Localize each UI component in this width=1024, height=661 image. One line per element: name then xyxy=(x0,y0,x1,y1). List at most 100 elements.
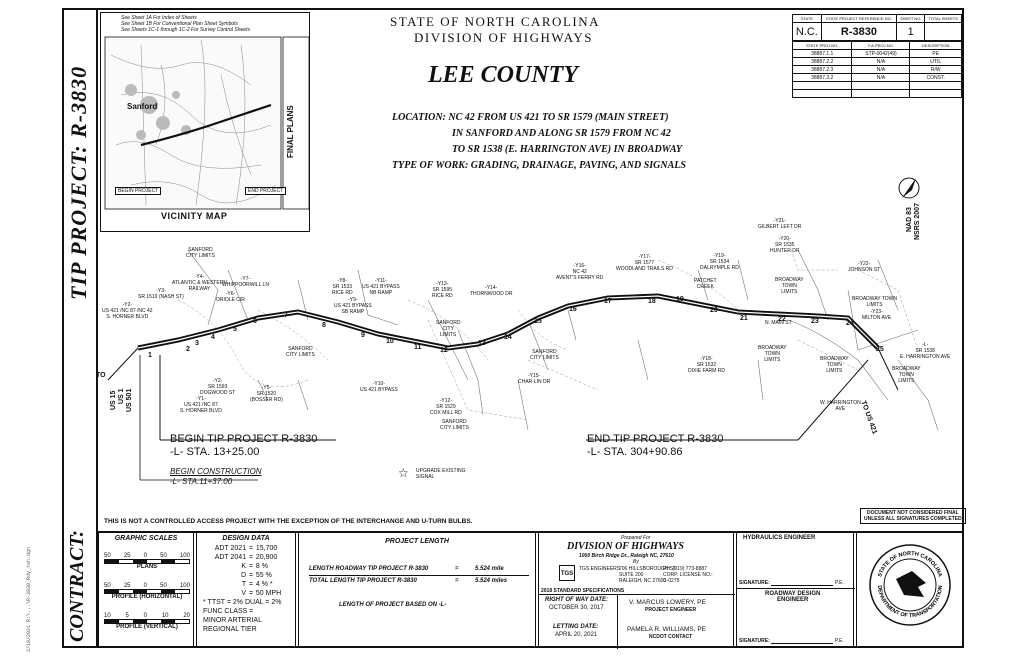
station-marker: 18 xyxy=(648,298,656,305)
project-length-box: PROJECT LENGTH LENGTH ROADWAY TIP PROJEC… xyxy=(298,531,536,648)
sheet-head-ref: STATE PROJECT REFERENCE NO. xyxy=(820,14,898,23)
scale-tick-label: 100 xyxy=(179,553,190,559)
scale-tick-label: 20 xyxy=(183,613,190,619)
station-marker: 20 xyxy=(710,307,718,314)
sheet-number: 1 xyxy=(896,22,926,41)
scale-tick-label: 50 xyxy=(160,553,167,559)
scale-segment xyxy=(133,620,147,623)
letting-date-label: LETTING DATE: xyxy=(553,624,599,630)
scale-tick-label: 10 xyxy=(161,613,169,619)
pe2-name: PAMELA R. WILLIAMS, PE xyxy=(627,626,706,633)
roadway-design-engineer: ROADWAY DESIGN ENGINEER xyxy=(765,591,821,603)
station-marker: 5 xyxy=(233,326,237,333)
row-date: OCTOBER 30, 2017 xyxy=(549,605,604,611)
station-marker: 21 xyxy=(740,315,748,322)
scale-tick-label: 50 xyxy=(104,553,111,559)
map-street-label: -Y13- SR 1595 RICE RD xyxy=(432,281,453,299)
length-divider xyxy=(309,575,529,576)
to-us501-label: US 501 xyxy=(126,388,133,412)
station-marker: 19 xyxy=(676,296,684,303)
scale-segment xyxy=(161,560,175,563)
project-length-title: PROJECT LENGTH xyxy=(385,538,449,545)
map-street-label: BROADWAY TOWN LIMITS xyxy=(820,356,849,374)
seal-box xyxy=(856,531,964,648)
firm-address: 706 HILLSBOROUGH ST SUITE 200 RALEIGH, N… xyxy=(619,566,677,584)
sheet-row-empty xyxy=(851,89,911,98)
vicinity-begin-project: BEGIN PROJECT xyxy=(115,187,162,195)
begin-construction-station: -L- STA.11+37.00 xyxy=(170,477,233,486)
engineers-divider xyxy=(737,588,855,589)
map-street-label: -Y22- JOHNSON ST xyxy=(848,261,881,273)
map-street-label: W. HARRINGTON AVE xyxy=(820,400,861,412)
firm-phone: PH: (919) 773-8887 CORP. LICENSE NO.: C-… xyxy=(663,566,713,584)
station-marker: 1 xyxy=(148,352,152,359)
length-total-label: TOTAL LENGTH TIP PROJECT R-3830 xyxy=(309,578,417,584)
station-marker: 23 xyxy=(811,318,819,325)
sheet-row-fa-proj: STP-0042(49) xyxy=(851,49,911,58)
design-key: K xyxy=(241,563,247,570)
scale-segment xyxy=(105,620,119,623)
signature-line xyxy=(771,585,833,586)
length-based-on: LENGTH OF PROJECT BASED ON -L- xyxy=(339,602,447,608)
to-us15-label: US 15 xyxy=(110,390,117,410)
signature-label-1: SIGNATURE: xyxy=(739,580,770,586)
design-data-title: DESIGN DATA xyxy=(222,535,270,542)
county-title: LEE COUNTY xyxy=(428,62,578,88)
vicinity-map-title: VICINITY MAP xyxy=(161,211,228,221)
map-street-label: BROADWAY TOWN LIMITS xyxy=(758,345,787,363)
prepared-division: DIVISION OF HIGHWAYS xyxy=(567,541,684,552)
map-street-label: -Y20- SR 1535 HUNTER DR xyxy=(770,236,800,254)
scale-segment xyxy=(119,590,133,593)
map-street-label: N. MAIN ST xyxy=(765,320,792,326)
design-eq: = xyxy=(248,554,254,561)
map-street-label: -Y23- MILTON AVE xyxy=(862,309,892,321)
map-street-label: SANFORD CITY LIMITS xyxy=(186,247,215,259)
sheet-row-empty xyxy=(909,81,962,90)
sheet-head-no: SHEET NO. xyxy=(896,14,926,23)
func-class-line: FUNC CLASS = xyxy=(203,608,254,615)
sheet-row-desc: UTIL xyxy=(909,57,962,66)
document-note: DOCUMENT NOT CONSIDERED FINAL UNLESS ALL… xyxy=(860,508,966,524)
sheet-row-desc: R/W xyxy=(909,65,962,74)
design-value: 50 MPH xyxy=(255,590,282,597)
scale-bar xyxy=(104,559,190,564)
station-marker: 17 xyxy=(604,298,612,305)
end-tip-station: -L- STA. 304+90.86 xyxy=(587,446,683,458)
map-street-label: -Y1- US 421 /NC 87 S. HORNER BLVD xyxy=(180,396,222,414)
map-street-label: -Y6- ORIOLE CIR xyxy=(216,291,245,303)
to-label: TO xyxy=(96,372,106,379)
sheet-row-fa-proj: N/A xyxy=(851,57,911,66)
firm-name: TGS ENGINEERS xyxy=(579,566,621,572)
design-data-row: D=55 % xyxy=(205,571,295,580)
graphic-scales-box: GRAPHIC SCALES xyxy=(98,531,194,648)
station-marker: 14 xyxy=(504,334,512,341)
ncdot-seal-icon: STATE OF NORTH CAROLINA DEPARTMENT OF TR… xyxy=(869,544,951,626)
sheet-row-desc: CONST. xyxy=(909,73,962,82)
sheet-head-total: TOTAL SHEETS xyxy=(924,14,962,23)
scale-tick-label: 10 xyxy=(104,613,111,619)
design-key: ADT 2021 xyxy=(214,545,247,552)
state-title: STATE OF NORTH CAROLINA xyxy=(390,14,600,29)
length-roadway-value: 5.524 mile xyxy=(475,566,504,572)
north-arrow-icon xyxy=(898,177,920,199)
design-value: 55 % xyxy=(255,572,272,579)
scale-bar xyxy=(104,619,190,624)
sheet-row-state-proj: 38887.2.3 xyxy=(791,65,853,74)
engineers-box: HYDRAULICS ENGINEER SIGNATURE: P.E. ROAD… xyxy=(736,531,855,648)
sheet-project: R-3830 xyxy=(820,22,898,41)
sheet-row: 38887.2.3 N/A R/W xyxy=(791,65,962,74)
design-key: T xyxy=(241,581,247,588)
map-street-label: -Y2- US 421 /NC 87 /NC 42 S. HORNER BLVD xyxy=(102,302,153,320)
sub-head-fa-proj: F.A.PROJ.NO. xyxy=(851,41,911,50)
sheet-row-empty xyxy=(791,81,853,90)
design-value: 15,700 xyxy=(255,545,278,552)
pe1-name: V. MARCUS LOWERY, PE xyxy=(629,599,706,606)
map-street-label: -Y9- US 421 BYPASS SB RAMP xyxy=(334,297,372,315)
scale-tick-label: 0 xyxy=(143,583,147,589)
vicinity-map-drawing xyxy=(104,36,309,210)
station-marker: 24 xyxy=(846,320,854,327)
